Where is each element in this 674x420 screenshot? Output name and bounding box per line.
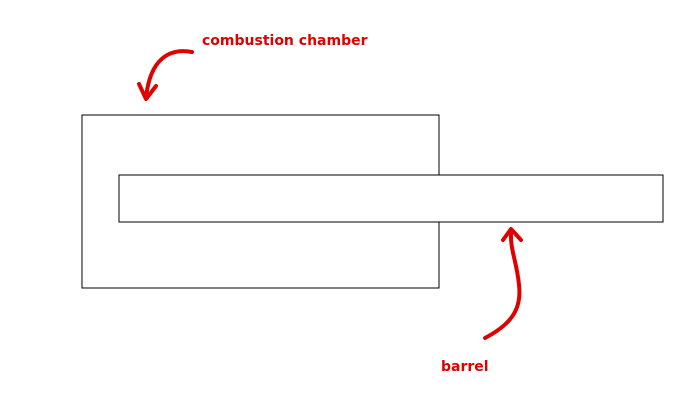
barrel-shape — [118, 174, 664, 223]
chamber-arrow-shaft — [144, 49, 194, 100]
combustion-chamber-shape — [81, 114, 440, 289]
barrel-label: barrel — [441, 359, 489, 375]
chamber-arrow-head — [137, 82, 158, 101]
combustion-chamber-label: combustion chamber — [202, 33, 368, 49]
barrel-arrow-head — [501, 227, 523, 242]
barrel-arrow-shaft — [483, 230, 522, 340]
